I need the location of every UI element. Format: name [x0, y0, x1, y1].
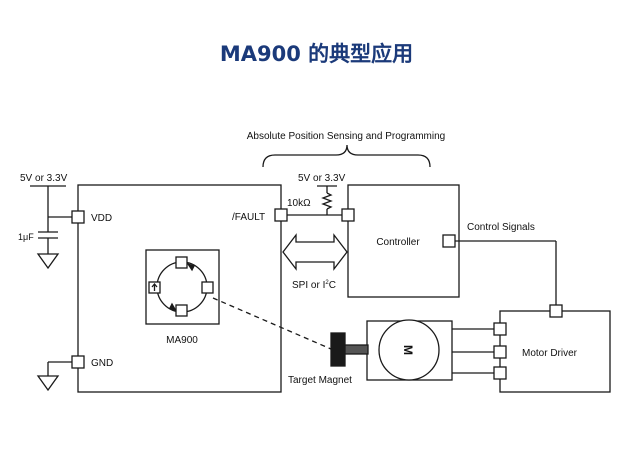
- controller-signal-pin: [442, 234, 456, 248]
- resistor-label: 10kΩ: [287, 198, 311, 209]
- chip-label: MA900: [166, 335, 198, 346]
- controller-label: Controller: [376, 237, 420, 248]
- page-title: MA900 的典型应用: [219, 42, 414, 66]
- vdd-label: VDD: [91, 213, 112, 224]
- sensing-dashed-line: [212, 297, 332, 350]
- gnd-label: GND: [91, 358, 113, 369]
- driver-pin-3: [493, 366, 507, 380]
- bus-label: SPI or I2C: [292, 280, 336, 291]
- motor-shaft: [343, 344, 369, 355]
- bracket: [262, 144, 431, 168]
- target-magnet: [330, 332, 346, 367]
- main-board: [77, 184, 282, 393]
- driver-pin-1: [493, 322, 507, 336]
- motor-driver-label: Motor Driver: [522, 348, 578, 359]
- motor-rotor: [378, 319, 440, 381]
- ground-icon: [36, 253, 60, 270]
- supply-left-label: 5V or 3.3V: [20, 173, 68, 184]
- driver-control-pin: [549, 304, 563, 318]
- resistor-icon: [321, 192, 333, 210]
- ma900-chip: [145, 249, 220, 325]
- sensor-pad-left-arrowhead: [151, 282, 158, 288]
- controller-fault-pin: [341, 208, 355, 222]
- capacitor-icon: [38, 231, 58, 254]
- vdd-pin: [71, 210, 85, 224]
- supply-mid-label: 5V or 3.3V: [298, 173, 346, 184]
- motor-label: M: [401, 345, 415, 355]
- capacitor-label: 1μF: [18, 232, 34, 242]
- ring-arrow-top: [186, 262, 195, 272]
- bracket-label: Absolute Position Sensing and Programmin…: [247, 131, 445, 142]
- sensor-pad-right: [201, 281, 214, 294]
- control-signals-label: Control Signals: [467, 222, 535, 233]
- gnd-pin: [71, 355, 85, 369]
- ground-icon: [36, 375, 60, 392]
- driver-pin-2: [493, 345, 507, 359]
- ring-arrow-bottom: [169, 302, 178, 313]
- target-magnet-label: Target Magnet: [288, 375, 352, 386]
- double-arrow-icon: [282, 233, 348, 271]
- sensor-pad-top: [175, 256, 188, 269]
- fault-pin: [274, 208, 288, 222]
- fault-label: /FAULT: [232, 212, 265, 223]
- sensor-pad-bottom: [175, 304, 188, 317]
